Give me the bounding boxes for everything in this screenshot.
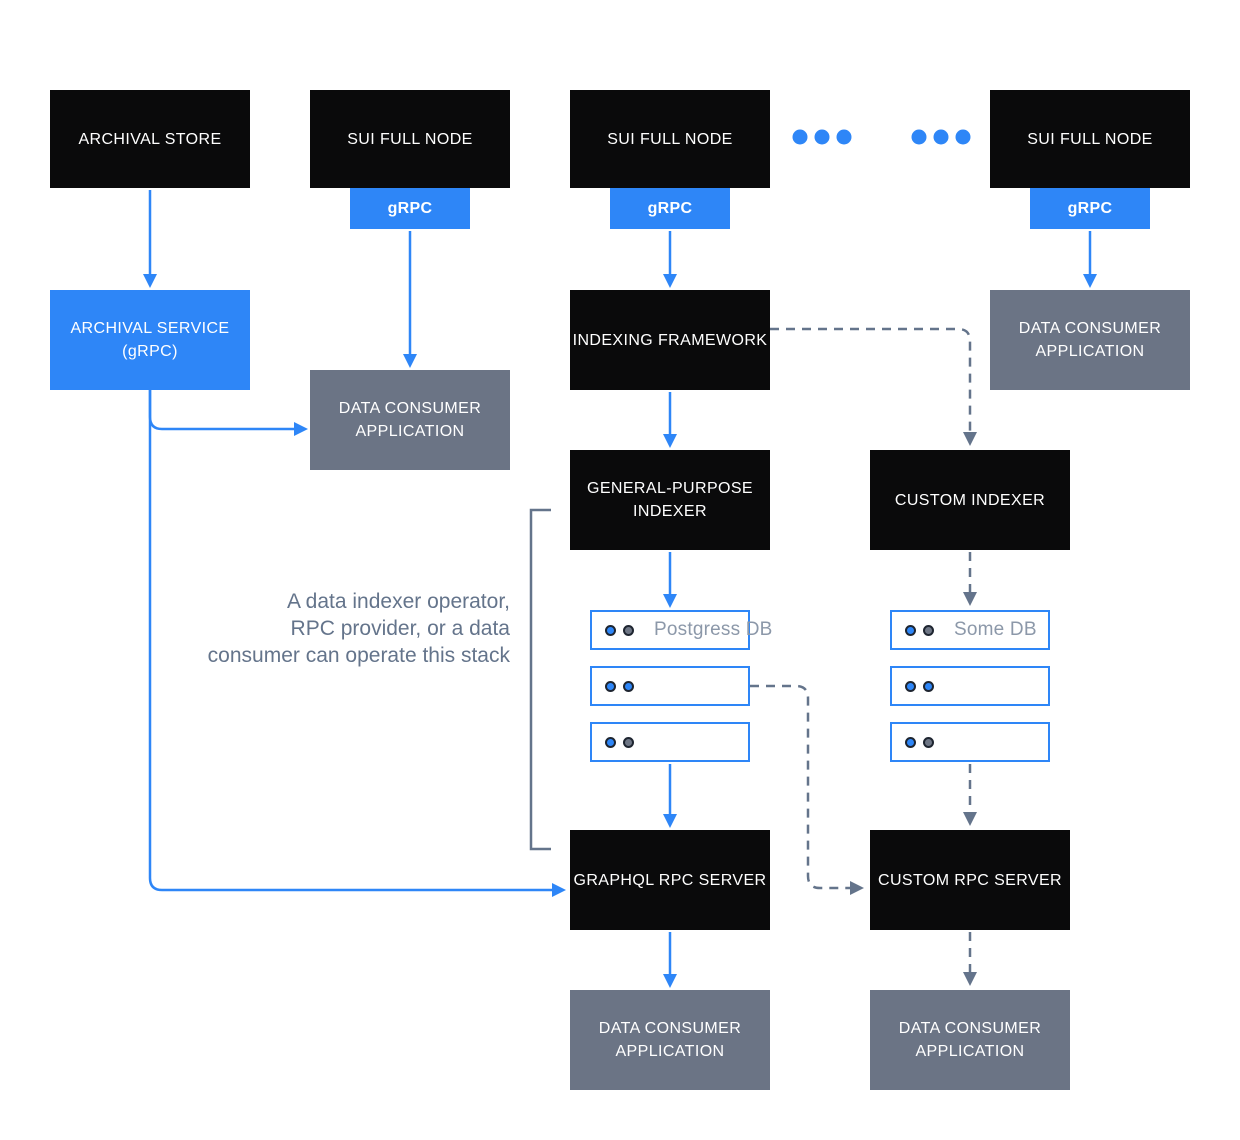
dashed-arrow-indexing-framework-to-custom-indexer	[770, 327, 977, 446]
grpc-tab-3: gRPC	[1030, 188, 1150, 229]
some-db-row: Some DB	[890, 610, 1050, 650]
sui-full-node-1: SUI FULL NODE	[310, 90, 510, 188]
data-consumer-application-bottom-right-label: DATA CONSUMER APPLICATION	[898, 1020, 1042, 1060]
ellipsis-dot	[836, 129, 852, 145]
db-status-dot-blue-icon	[605, 680, 616, 692]
grpc-tab-1: gRPC	[350, 188, 470, 229]
data-consumer-application-top-right-label: DATA CONSUMER APPLICATION	[1018, 320, 1162, 360]
graphql-rpc-server-label: GRAPHQL RPC SERVER	[573, 871, 767, 889]
ellipsis-dot	[955, 129, 971, 145]
custom-indexer-label: CUSTOM INDEXER	[894, 491, 1046, 509]
data-consumer-application-bottom-left: DATA CONSUMER APPLICATION	[570, 990, 770, 1090]
indexing-framework-label: INDEXING FRAMEWORK	[572, 331, 768, 349]
custom-indexer-node: CUSTOM INDEXER	[870, 450, 1070, 550]
db-status-dot-blue-icon	[605, 624, 616, 636]
data-consumer-application-bottom-right: DATA CONSUMER APPLICATION	[870, 990, 1070, 1090]
postgress-db-label: Postgress DB	[654, 619, 773, 640]
postgress-db-row-3	[590, 722, 750, 762]
indexing-framework-node: INDEXING FRAMEWORK	[570, 290, 770, 390]
general-purpose-indexer-label: GENERAL-PURPOSE INDEXER	[586, 480, 754, 520]
data-consumer-application-left-label: DATA CONSUMER APPLICATION	[338, 400, 482, 440]
archival-service-node: ARCHIVAL SERVICE (gRPC)	[50, 290, 250, 390]
db-status-dot-blue-icon	[905, 736, 916, 748]
db-status-dot-blue-icon	[623, 680, 634, 692]
arrow-archival-service-to-graphql-rpc-server	[148, 390, 566, 897]
db-status-dot-blue-icon	[905, 624, 916, 636]
graphql-rpc-server-node: GRAPHQL RPC SERVER	[570, 830, 770, 930]
postgress-db-row-2	[590, 666, 750, 706]
sui-full-node-1-label: SUI FULL NODE	[347, 130, 473, 148]
sui-full-node-2: SUI FULL NODE	[570, 90, 770, 188]
db-status-dot-gray-icon	[923, 736, 934, 748]
stack-bracket	[529, 508, 551, 851]
stack-annotation-text: A data indexer operator, RPC provider, o…	[207, 590, 510, 667]
data-consumer-application-left: DATA CONSUMER APPLICATION	[310, 370, 510, 470]
db-status-dot-gray-icon	[923, 624, 934, 636]
grpc-tab-2: gRPC	[610, 188, 730, 229]
data-consumer-application-bottom-left-label: DATA CONSUMER APPLICATION	[598, 1020, 742, 1060]
ellipsis-dot	[814, 129, 830, 145]
archival-store-label: ARCHIVAL STORE	[78, 130, 222, 148]
ellipsis-dot	[792, 129, 808, 145]
postgress-db-row: Postgress DB	[590, 610, 772, 650]
db-status-dot-gray-icon	[623, 736, 634, 748]
db-status-dot-blue-icon	[905, 680, 916, 692]
db-status-dot-gray-icon	[623, 624, 634, 636]
grpc-tab-3-label: gRPC	[1067, 199, 1113, 217]
custom-rpc-server-label: CUSTOM RPC SERVER	[877, 871, 1063, 889]
grpc-tab-1-label: gRPC	[387, 199, 433, 217]
some-db-row-2	[890, 666, 1050, 706]
db-status-dot-blue-icon	[605, 736, 616, 748]
sui-full-node-3-label: SUI FULL NODE	[1027, 130, 1153, 148]
arrow-archival-service-to-data-consumer-left	[148, 390, 308, 436]
archival-service-label: ARCHIVAL SERVICE (gRPC)	[70, 320, 230, 360]
grpc-tab-2-label: gRPC	[647, 199, 693, 217]
some-db-row-3	[890, 722, 1050, 762]
dashed-arrow-db-row-to-custom-rpc-server	[750, 684, 864, 895]
ellipsis-dot	[933, 129, 949, 145]
some-db-label: Some DB	[954, 619, 1037, 640]
general-purpose-indexer-node: GENERAL-PURPOSE INDEXER	[570, 450, 770, 550]
data-consumer-application-top-right: DATA CONSUMER APPLICATION	[990, 290, 1190, 390]
ellipsis-dot	[911, 129, 927, 145]
db-status-dot-blue-icon	[923, 680, 934, 692]
custom-rpc-server-node: CUSTOM RPC SERVER	[870, 830, 1070, 930]
archival-store-node: ARCHIVAL STORE	[50, 90, 250, 188]
sui-full-node-2-label: SUI FULL NODE	[607, 130, 733, 148]
sui-full-node-3: SUI FULL NODE	[990, 90, 1190, 188]
